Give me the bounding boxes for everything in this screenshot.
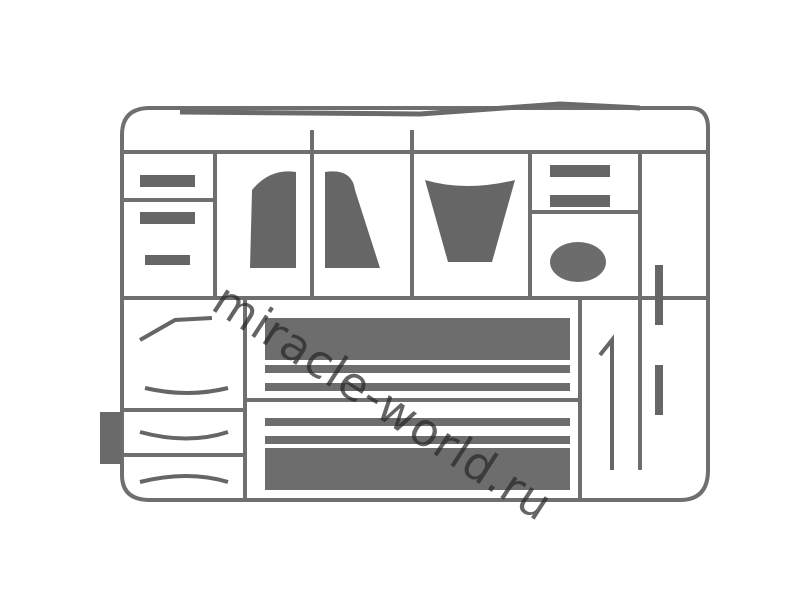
sprue-photo: [100, 101, 710, 502]
